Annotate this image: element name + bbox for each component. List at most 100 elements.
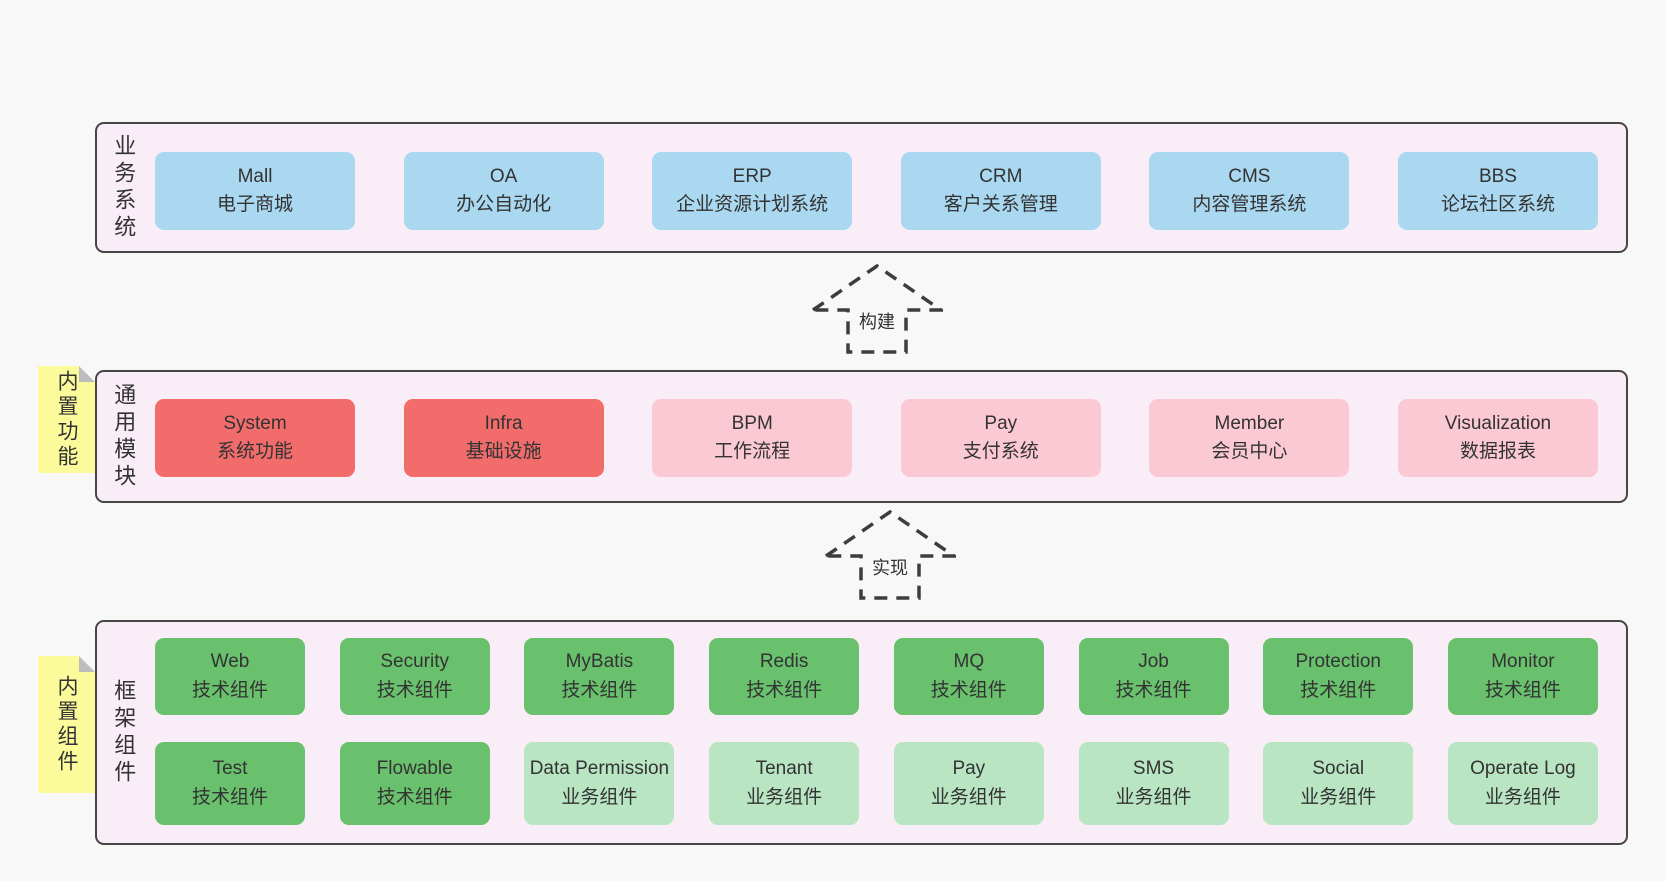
sticky-note-builtin-features: 内置功能 [38, 366, 95, 473]
box-redis: Redis 技术组件 [709, 638, 860, 715]
box-title: Flowable [376, 758, 453, 780]
box-title: Protection [1295, 651, 1381, 673]
layer-framework-components: 框架组件 Web 技术组件 Security 技术组件 MyBatis 技术组件… [95, 620, 1628, 845]
box-title: Monitor [1491, 651, 1555, 673]
box-member: Member 会员中心 [1149, 399, 1350, 477]
box-title: Redis [759, 651, 809, 673]
box-subtitle: 技术组件 [1484, 679, 1561, 701]
box-subtitle: 技术组件 [930, 679, 1007, 701]
sticky-note-text: 内置功能 [55, 369, 79, 470]
box-monitor: Monitor 技术组件 [1447, 638, 1598, 715]
framework-components-row-1: Web 技术组件 Security 技术组件 MyBatis 技术组件 Redi… [97, 638, 1626, 715]
arrow-build-label: 构建 [854, 307, 900, 335]
box-subtitle: 会员中心 [1211, 441, 1288, 462]
box-mall: Mall 电子商城 [155, 152, 355, 230]
box-subtitle: 支付系统 [962, 441, 1039, 462]
box-title: Data Permission [529, 758, 670, 780]
box-subtitle: 技术组件 [376, 679, 453, 701]
box-title: Operate Log [1470, 758, 1576, 780]
box-subtitle: 基础设施 [465, 441, 542, 462]
box-web: Web 技术组件 [155, 638, 305, 715]
box-title: CMS [1228, 165, 1271, 187]
sticky-note-text: 内置组件 [55, 674, 79, 775]
box-subtitle: 企业资源计划系统 [676, 194, 829, 215]
box-subtitle: 技术组件 [376, 786, 453, 808]
box-title: Member [1214, 412, 1285, 434]
box-oa: OA 办公自动化 [403, 152, 604, 230]
folded-corner-icon [79, 656, 95, 672]
box-subtitle: 办公自动化 [456, 194, 552, 215]
box-title: MyBatis [565, 651, 634, 673]
layer-label-business-systems: 业务系统 [111, 133, 137, 242]
box-sms: SMS 业务组件 [1078, 742, 1229, 825]
up-arrow-icon [811, 263, 943, 354]
box-bbs: BBS 论坛社区系统 [1397, 152, 1598, 230]
common-modules-row: System 系统功能 Infra 基础设施 BPM 工作流程 Pay 支付系统… [97, 399, 1626, 477]
box-subtitle: 业务组件 [930, 786, 1007, 808]
box-subtitle: 技术组件 [191, 679, 268, 701]
arrow-implement-label: 实现 [867, 553, 913, 581]
box-protection: Protection 技术组件 [1263, 638, 1414, 715]
box-subtitle: 内容管理系统 [1192, 194, 1307, 215]
box-pay: Pay 支付系统 [900, 399, 1101, 477]
arrow-implement: 实现 [824, 506, 956, 600]
box-subtitle: 数据报表 [1459, 441, 1536, 462]
box-subtitle: 客户关系管理 [943, 194, 1058, 215]
layer-label-common-modules: 通用模块 [111, 382, 137, 491]
box-subtitle: 业务组件 [1484, 786, 1561, 808]
box-title: Pay [984, 412, 1018, 434]
box-subtitle: 论坛社区系统 [1440, 194, 1555, 215]
framework-components-row-2: Test 技术组件 Flowable 技术组件 Data Permission … [97, 742, 1626, 825]
box-mybatis: MyBatis 技术组件 [524, 638, 675, 715]
layer-business-systems: 业务系统 Mall 电子商城 OA 办公自动化 ERP 企业资源计划系统 CRM… [95, 122, 1628, 253]
box-title: CRM [979, 165, 1023, 187]
box-social: Social 业务组件 [1263, 742, 1414, 825]
folded-corner-icon [79, 366, 95, 382]
box-subtitle: 业务组件 [746, 786, 823, 808]
up-arrow-icon [824, 509, 956, 600]
box-subtitle: 技术组件 [1300, 679, 1377, 701]
box-title: BPM [731, 412, 773, 434]
box-system: System 系统功能 [155, 399, 355, 477]
box-visualization: Visualization 数据报表 [1397, 399, 1598, 477]
layer-label-framework-components: 框架组件 [111, 678, 137, 787]
box-title: BBS [1478, 165, 1517, 187]
box-title: System [223, 412, 287, 434]
box-title: Job [1138, 651, 1169, 673]
box-subtitle: 系统功能 [216, 441, 293, 462]
box-infra: Infra 基础设施 [403, 399, 604, 477]
box-subtitle: 业务组件 [1300, 786, 1377, 808]
arrow-build: 构建 [811, 260, 943, 354]
box-title: Infra [484, 412, 523, 434]
box-subtitle: 技术组件 [1115, 679, 1192, 701]
box-title: Visualization [1444, 412, 1552, 434]
box-title: Security [380, 651, 450, 673]
box-mq: MQ 技术组件 [893, 638, 1044, 715]
box-subtitle: 技术组件 [561, 679, 638, 701]
box-title: Pay [952, 758, 986, 780]
box-data-permission: Data Permission 业务组件 [524, 742, 675, 825]
box-security: Security 技术组件 [339, 638, 490, 715]
box-cms: CMS 内容管理系统 [1149, 152, 1350, 230]
layer-common-modules: 通用模块 System 系统功能 Infra 基础设施 BPM 工作流程 Pay… [95, 370, 1628, 503]
box-subtitle: 电子商城 [216, 194, 293, 215]
box-title: SMS [1132, 758, 1175, 780]
sticky-note-builtin-components: 内置组件 [38, 656, 95, 793]
business-systems-row: Mall 电子商城 OA 办公自动化 ERP 企业资源计划系统 CRM 客户关系… [97, 152, 1626, 230]
box-subtitle: 业务组件 [1115, 786, 1192, 808]
box-erp: ERP 企业资源计划系统 [652, 152, 853, 230]
box-title: MQ [953, 651, 985, 673]
box-title: Web [210, 651, 250, 673]
box-title: Tenant [755, 758, 813, 780]
box-job: Job 技术组件 [1078, 638, 1229, 715]
box-title: Test [212, 758, 248, 780]
box-title: Social [1312, 758, 1365, 780]
box-operate-log: Operate Log 业务组件 [1447, 742, 1598, 825]
box-flowable: Flowable 技术组件 [339, 742, 490, 825]
box-test: Test 技术组件 [155, 742, 305, 825]
box-crm: CRM 客户关系管理 [900, 152, 1101, 230]
box-pay-biz: Pay 业务组件 [893, 742, 1044, 825]
box-subtitle: 工作流程 [714, 441, 791, 462]
box-tenant: Tenant 业务组件 [709, 742, 860, 825]
